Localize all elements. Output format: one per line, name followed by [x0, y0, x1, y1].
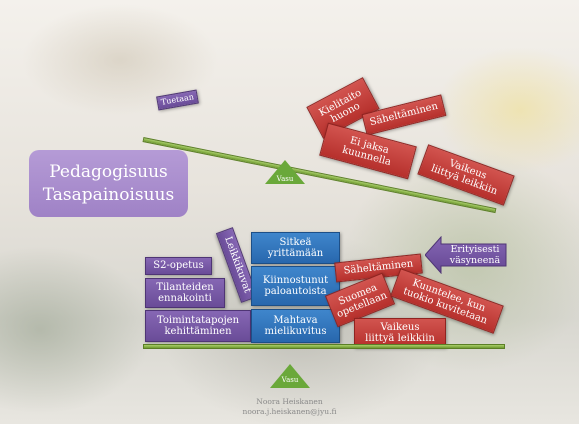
bottom-fulcrum-label: Vasu — [281, 376, 299, 384]
top-fulcrum — [265, 160, 305, 184]
title-line-1: Pedagogisuus — [49, 162, 168, 183]
top-fulcrum-label: Vasu — [276, 175, 294, 183]
top-label-tuetaan: Tuetaan — [156, 89, 199, 111]
bottom-right-vaikeus: Vaikeus liittyä leikkiin — [354, 318, 446, 348]
author-email: noora.j.heiskanen@jyu.fi — [242, 407, 337, 416]
bottom-center-sitkea: Sitkeä yrittämään — [251, 232, 340, 264]
title-line-2: Tasapainoisuus — [42, 184, 175, 205]
bottom-center-kiinnostunut: Kiinnostunut paloautoista — [251, 266, 340, 306]
arrow-left-icon — [425, 236, 507, 274]
bottom-fulcrum — [270, 364, 310, 388]
bottom-left-s2-opetus: S2-opetus — [145, 257, 212, 275]
author-name: Noora Heiskanen — [256, 397, 323, 406]
bottom-left-ennakointi: Tilanteiden ennakointi — [145, 278, 225, 308]
arrow-label: Erityisesti väsyneenä — [449, 244, 501, 266]
bottom-seesaw-beam — [143, 344, 505, 349]
title-box: Pedagogisuus Tasapainoisuus — [29, 150, 188, 217]
bottom-left-toimintatavat: Toimintatapojen kehittäminen — [145, 310, 251, 342]
bottom-center-mahtava: Mahtava mielikuvitus — [251, 309, 340, 343]
